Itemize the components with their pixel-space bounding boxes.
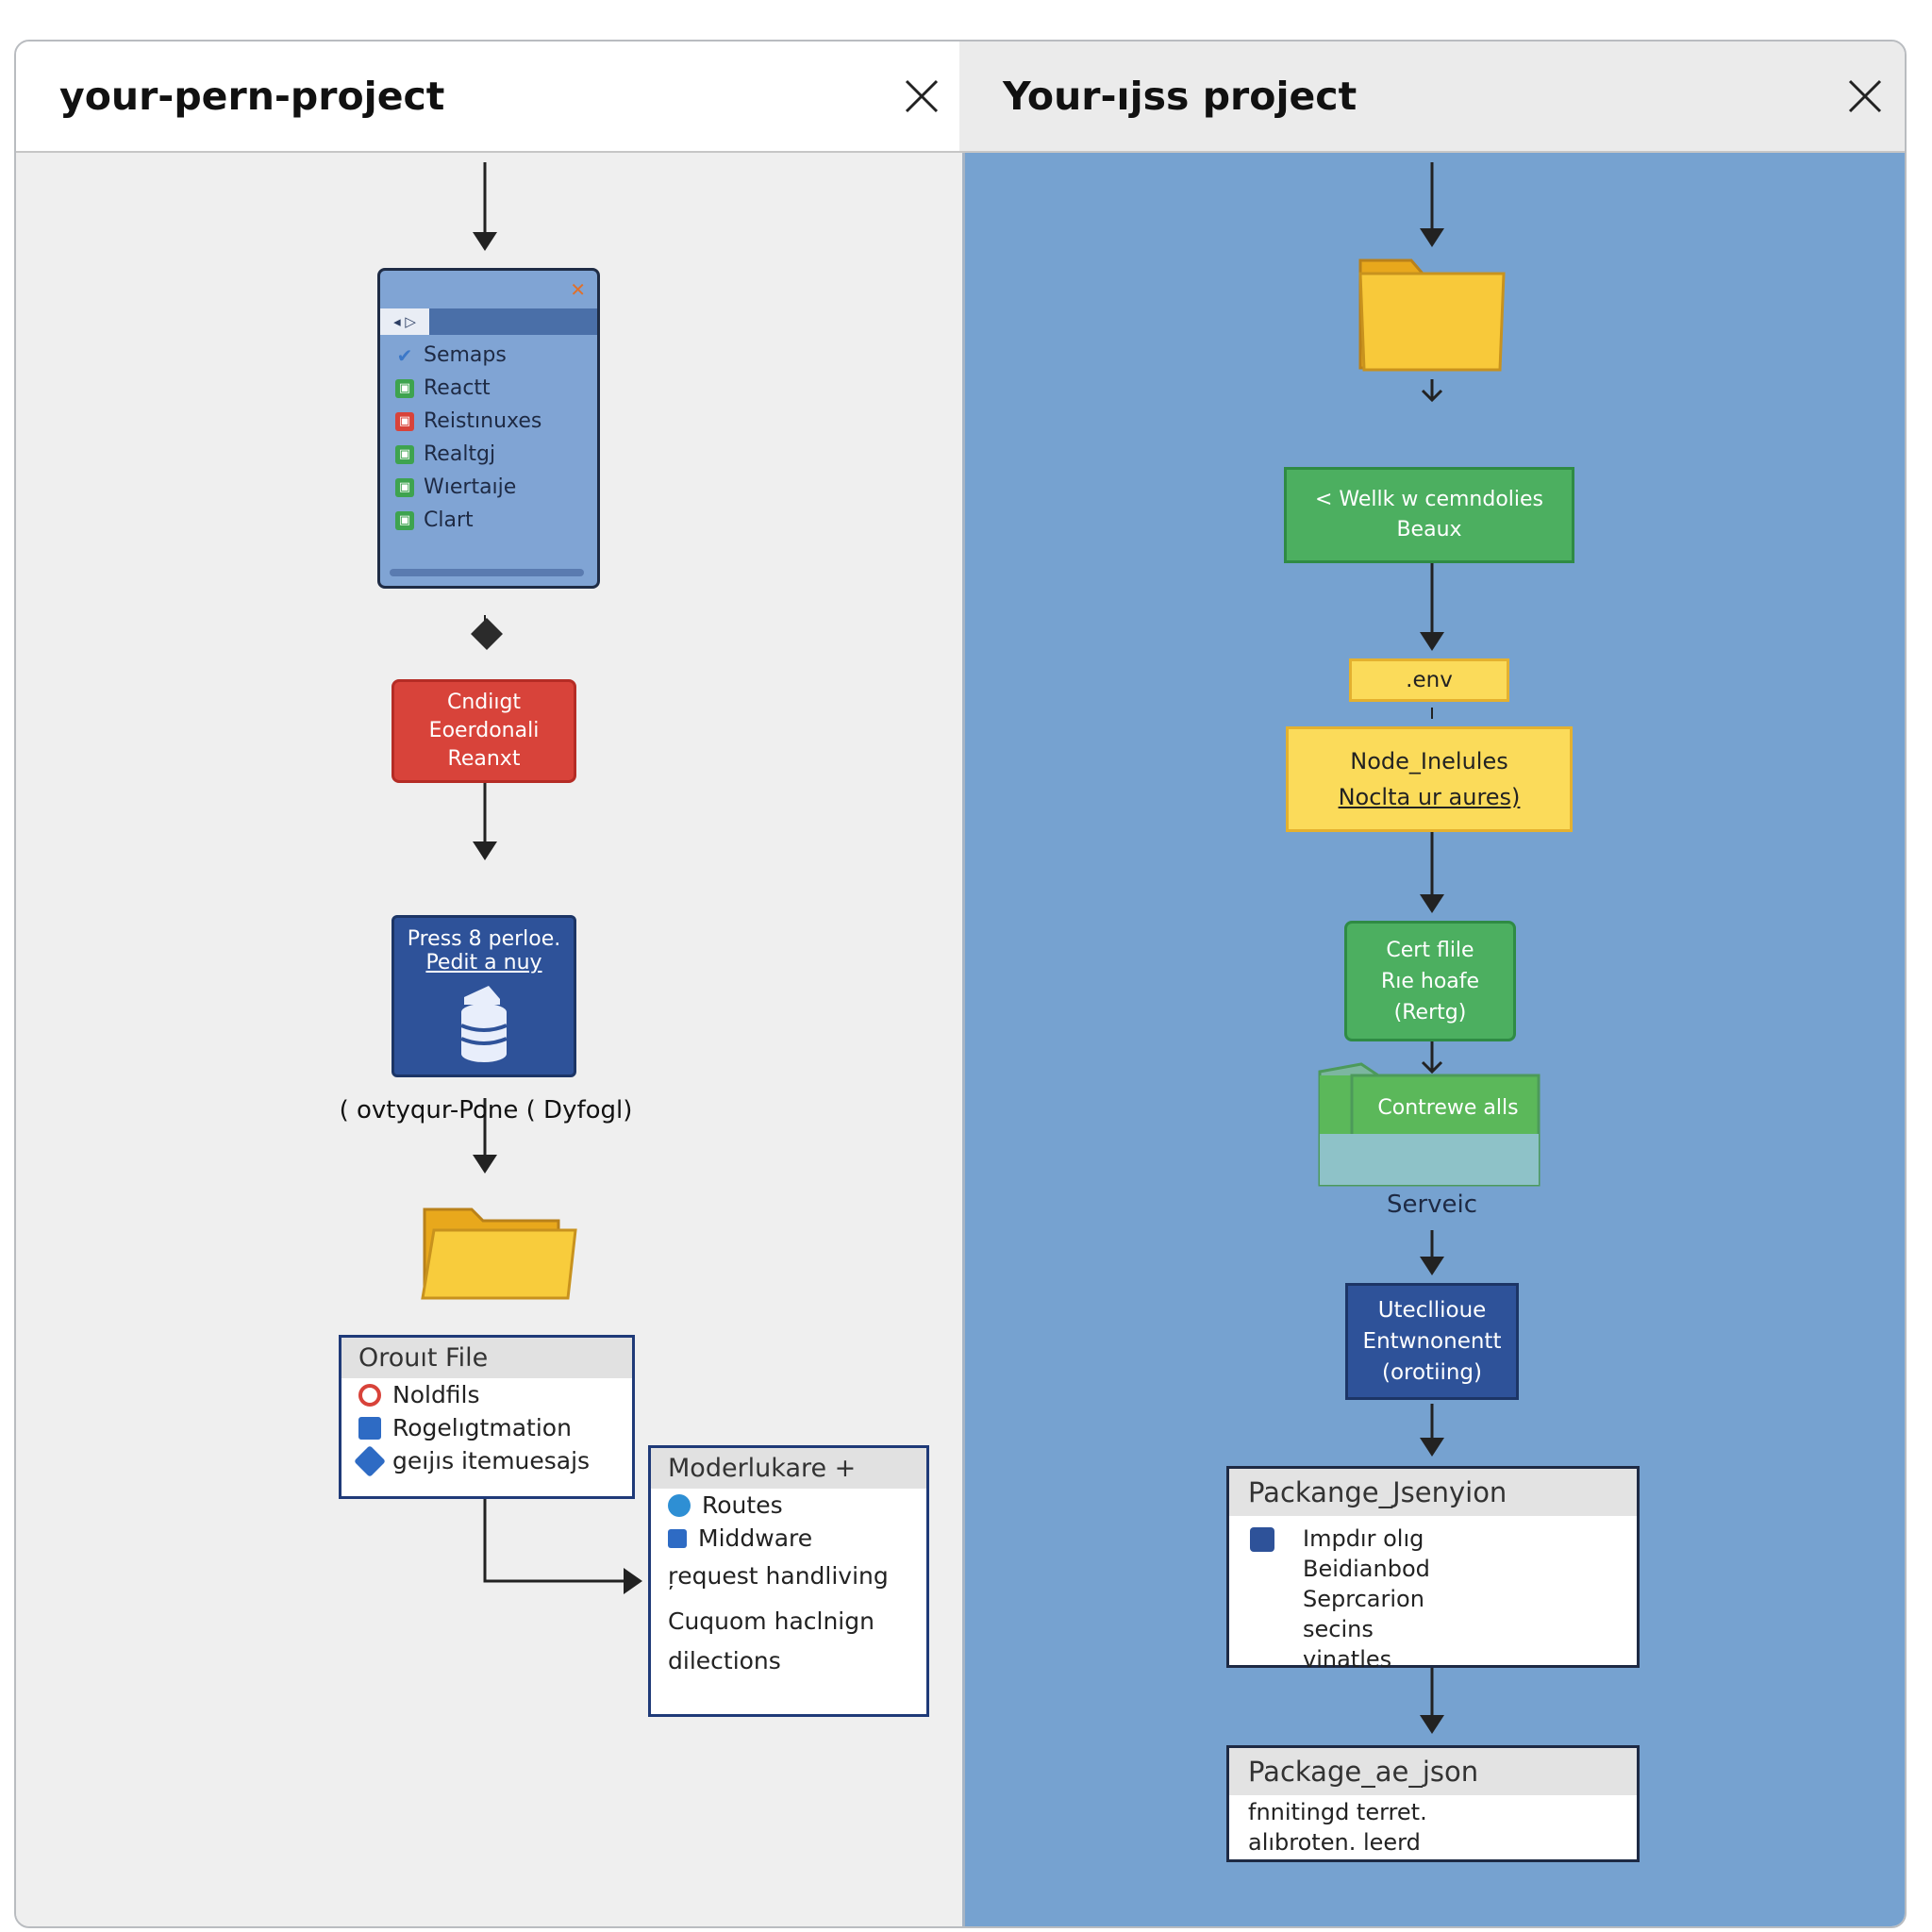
left-pane: ✕ ◂ ▷ ✔Semaps ▣Reactt ▣Reistınuxes ▣Real… xyxy=(16,153,962,1926)
app-panel-footer xyxy=(390,569,584,576)
image-icon: ▣ xyxy=(395,411,414,431)
list-item[interactable]: ▣Reistınuxes xyxy=(395,405,541,438)
service-label: Serveic xyxy=(1386,1191,1478,1219)
env-label: .env xyxy=(1349,658,1509,702)
database-caption: ( ovtyqur-Pone ( Dyfogl) xyxy=(339,1096,633,1124)
tab-right-title: Your-ıjss project xyxy=(1003,74,1357,119)
tag-icon xyxy=(354,1444,386,1477)
tab-divider xyxy=(16,151,1905,153)
list-item[interactable]: ✔Semaps xyxy=(396,343,507,367)
list-item[interactable]: ▣Clart xyxy=(395,504,541,537)
image-icon: ▣ xyxy=(395,444,414,464)
controllers-box: < Wellk w cemndolies Beaux xyxy=(1284,467,1574,563)
list-item[interactable]: ▣Realtgj xyxy=(395,438,541,471)
image-icon: ▣ xyxy=(395,510,414,530)
right-pane: < Wellk w cemndolies Beaux .env Node_Ine… xyxy=(962,153,1905,1926)
list-item[interactable]: Routes xyxy=(651,1489,926,1522)
comparison-window: your-pern-project Your-ıjss project xyxy=(14,40,1907,1928)
folder-icon[interactable] xyxy=(417,1198,577,1304)
image-icon: ▣ xyxy=(395,477,414,497)
database-box: Press 8 perloe. Pedit a nuy xyxy=(391,915,576,1077)
node-modules-box: Node_Inelules Noclta ur aures) xyxy=(1286,726,1573,832)
left-connectors xyxy=(473,162,642,1594)
close-icon[interactable] xyxy=(903,77,941,115)
arrow-4 xyxy=(483,1494,625,1583)
middleware-card-title: Moderlukare + xyxy=(651,1448,926,1489)
cert-file-box: Cert flile Rıe hoafe (Rertg) xyxy=(1344,921,1516,1041)
app-panel: ✕ ◂ ▷ ✔Semaps ▣Reactt ▣Reistınuxes ▣Real… xyxy=(377,268,600,589)
tab-left[interactable]: your-pern-project xyxy=(16,42,959,151)
package-json-card: Packange_Jsenyion Impdır olıg Beidianbod… xyxy=(1226,1466,1640,1673)
check-icon: ✔ xyxy=(396,343,413,367)
list-item[interactable]: Rogelıgtmation xyxy=(341,1411,632,1444)
info-icon xyxy=(1250,1527,1274,1552)
middleware-text: ŗequest handliving xyxy=(668,1562,889,1590)
middleware-text: Cuquom haclnign xyxy=(668,1607,874,1635)
close-icon[interactable]: ✕ xyxy=(570,278,586,301)
target-icon xyxy=(358,1383,381,1407)
package-json-title: Packange_Jsenyion xyxy=(1229,1469,1637,1516)
middleware-text: dilections xyxy=(668,1647,781,1674)
app-panel-list: ✔Semaps ▣Reactt ▣Reistınuxes ▣Realtgj ▣W… xyxy=(395,339,541,537)
image-icon xyxy=(358,1416,381,1440)
list-item[interactable]: ▣Wıertaıje xyxy=(395,471,541,504)
frontend-box: Cndiıgt Eoerdonali Reanxt xyxy=(391,679,576,783)
list-item[interactable]: ▣Reactt xyxy=(395,372,541,405)
folder-icon xyxy=(1318,1062,1541,1187)
dot-icon xyxy=(668,1493,691,1517)
environment-box: Utecllioue Entwnonentt (orotiing) xyxy=(1345,1283,1519,1400)
list-item[interactable]: geıjıs itemuesajs xyxy=(341,1444,632,1477)
folder-icon[interactable] xyxy=(1355,253,1511,375)
package-json-card: Package_ae_json fnnitingd terret. alıbro… xyxy=(1226,1745,1640,1862)
close-icon[interactable] xyxy=(1846,77,1884,115)
middleware-card: Moderlukare + Routes Middware ŗequest ha… xyxy=(648,1445,929,1717)
list-item[interactable]: Noldfils xyxy=(341,1378,632,1411)
list-item[interactable]: Middware xyxy=(651,1522,926,1555)
tab-left-title: your-pern-project xyxy=(59,74,445,119)
image-icon: ▣ xyxy=(395,378,414,398)
project-file-card: Orouıt File Noldfils Rogelıgtmation geıj… xyxy=(339,1335,635,1499)
package-json-title: Package_ae_json xyxy=(1229,1748,1637,1795)
database-icon xyxy=(460,986,508,1062)
checkbox-icon xyxy=(668,1528,687,1548)
tab-right[interactable]: Your-ıjss project xyxy=(959,42,1905,151)
folder-box-label: Contrewe alls xyxy=(1377,1096,1519,1120)
app-panel-tab[interactable]: ◂ ▷ xyxy=(380,308,429,335)
project-file-card-title: Orouıt File xyxy=(341,1338,632,1378)
